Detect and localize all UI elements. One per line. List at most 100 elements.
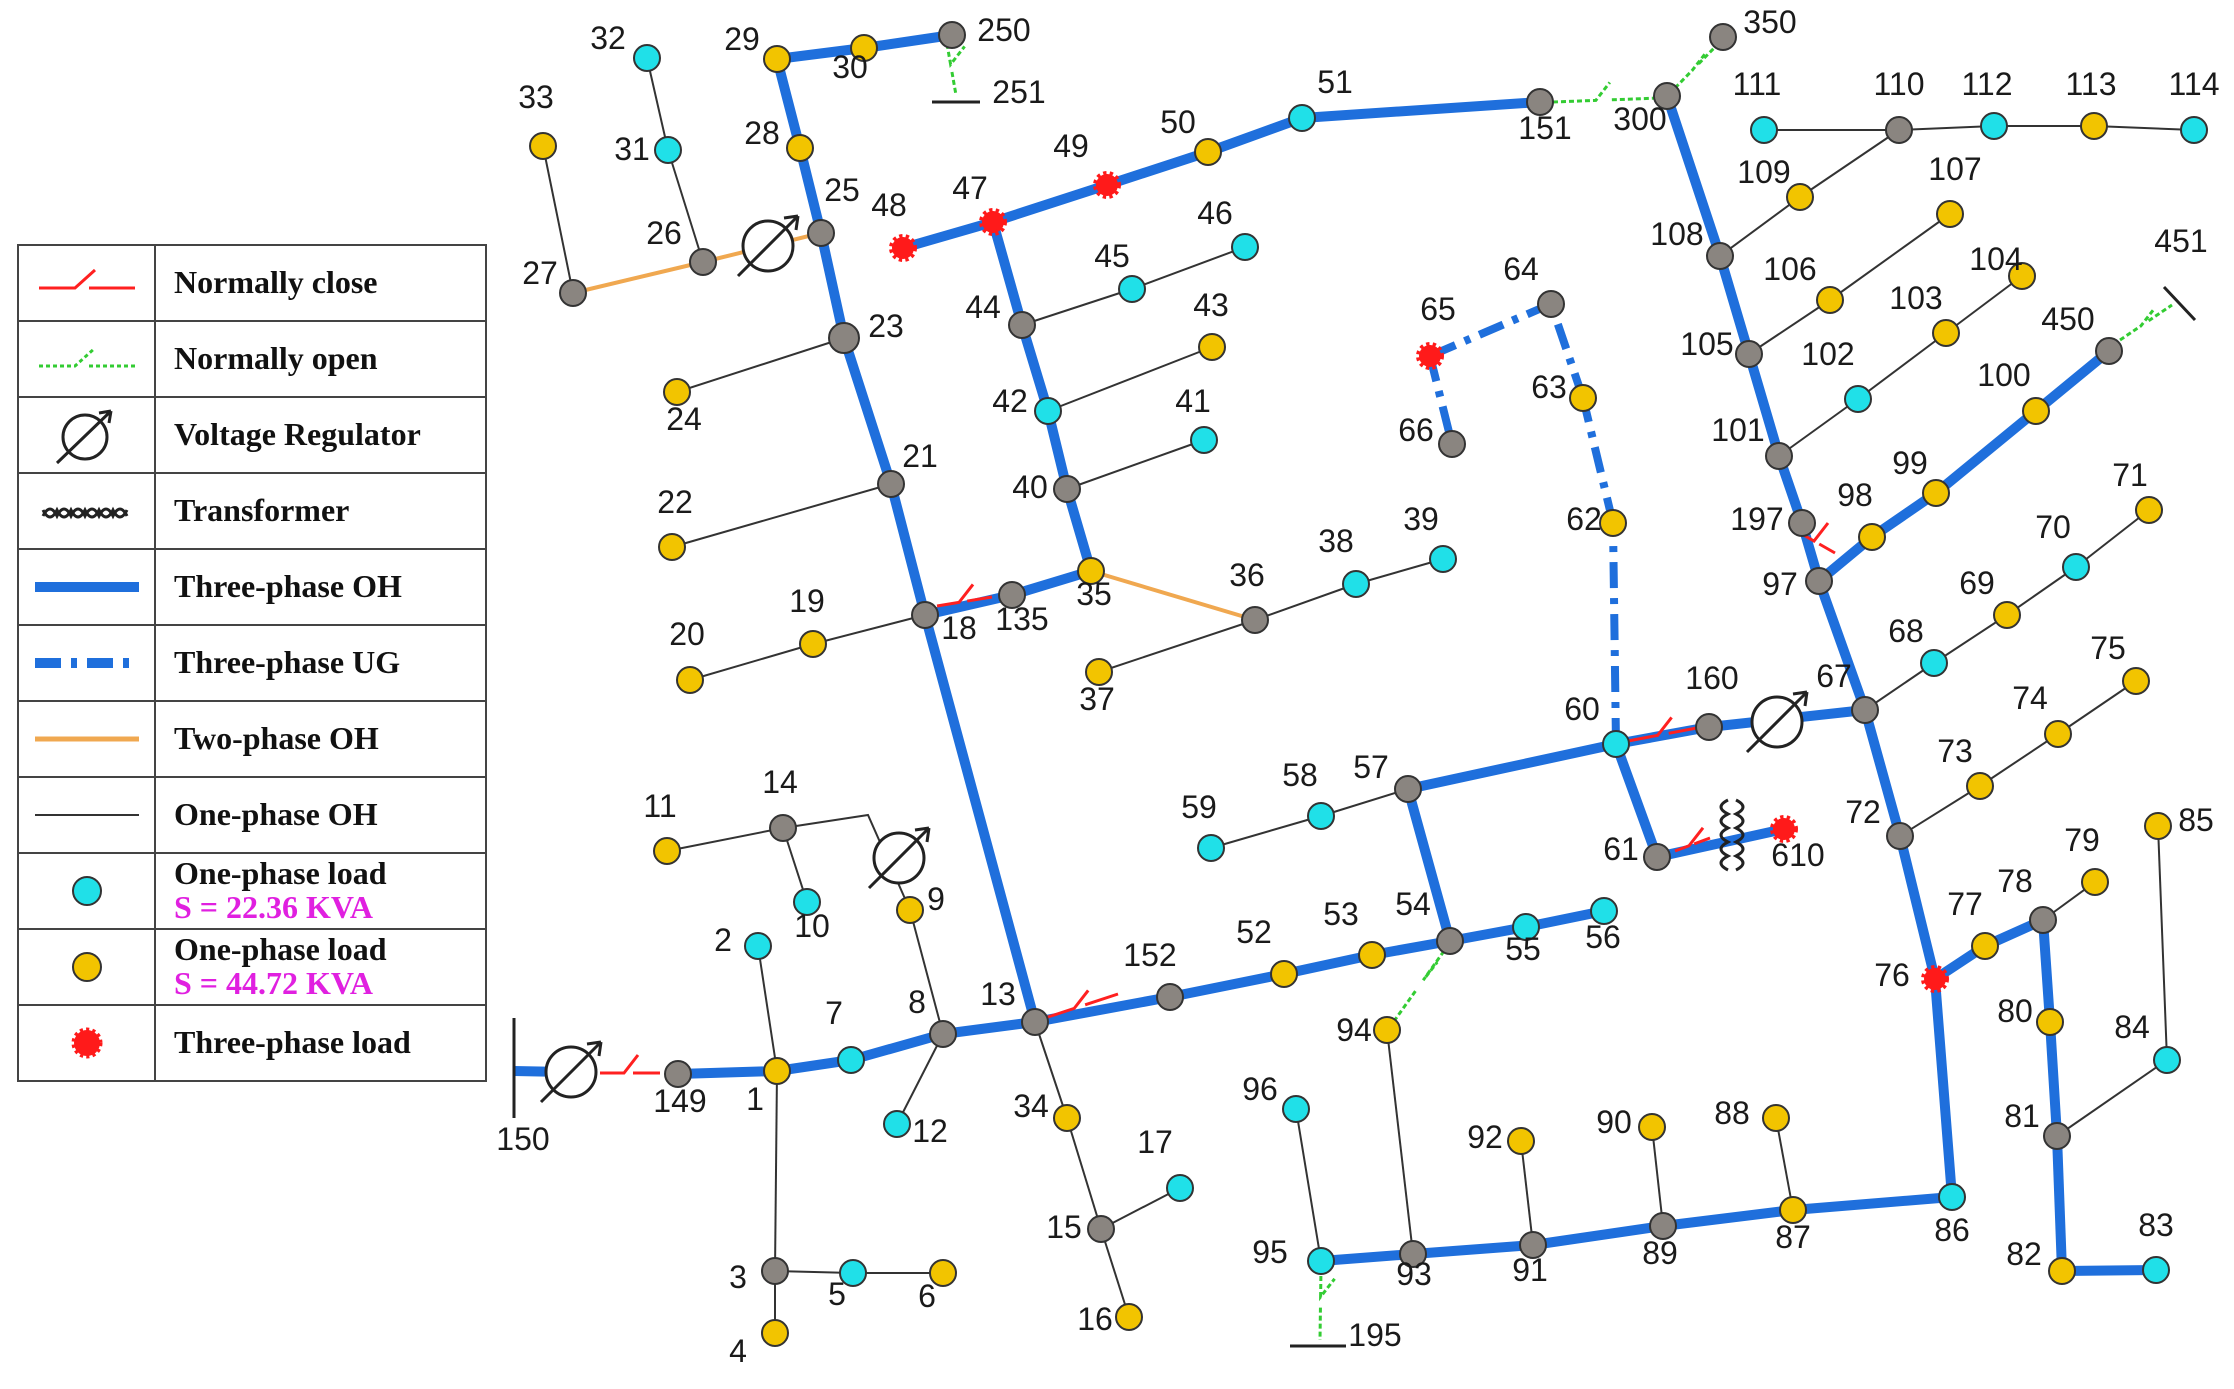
node-100	[2022, 397, 2050, 425]
two-phase-oh-icon	[17, 700, 156, 778]
node-label-24: 24	[666, 401, 702, 437]
node-50	[1194, 138, 1222, 166]
switch-61-610	[1674, 826, 1711, 853]
line-1-3	[774, 1070, 778, 1272]
node-63	[1569, 384, 1597, 412]
node-label-43: 43	[1193, 287, 1229, 323]
node-label-40: 40	[1012, 469, 1048, 505]
legend-label: Normally close	[154, 244, 487, 322]
line-69-70	[2006, 566, 2077, 616]
node-label-69: 69	[1959, 565, 1995, 601]
line-72-76	[1895, 831, 1940, 984]
node-label-73: 73	[1937, 733, 1973, 769]
line-8-9	[909, 909, 944, 1035]
transformer-coil	[1732, 798, 1745, 872]
node-89	[1649, 1212, 1677, 1240]
node-label-8: 8	[908, 984, 926, 1020]
node-label-87: 87	[1775, 1219, 1811, 1255]
line-13-34	[1034, 1021, 1068, 1119]
node-65	[1416, 342, 1444, 370]
node-5	[839, 1259, 867, 1287]
node-29	[763, 45, 791, 73]
node-13	[1021, 1008, 1049, 1036]
normally-open-icon	[17, 320, 156, 398]
node-61	[1643, 843, 1671, 871]
one-phase-oh-icon	[17, 776, 156, 854]
node-label-12: 12	[912, 1113, 948, 1149]
node-197	[1788, 509, 1816, 537]
node-label-111: 111	[1733, 66, 1782, 102]
node-label-92: 92	[1467, 1119, 1503, 1155]
node-44	[1008, 311, 1036, 339]
line-103-104	[1945, 275, 2023, 334]
node-41	[1190, 426, 1218, 454]
node-47	[979, 208, 1007, 236]
node-31	[654, 136, 682, 164]
node-label-28: 28	[744, 115, 780, 151]
node-label-6: 6	[918, 1278, 936, 1314]
node-label-105: 105	[1680, 326, 1733, 362]
node-label-78: 78	[1997, 863, 2033, 899]
line-67-72	[1860, 705, 1905, 841]
line-28-29	[772, 54, 805, 153]
line-25-28	[795, 143, 826, 238]
line-106-107	[1829, 213, 1951, 301]
node-label-22: 22	[657, 484, 693, 520]
node-label-100: 100	[1977, 357, 2030, 393]
line-152-52	[1165, 969, 1289, 1002]
three-phase-ug-icon	[17, 624, 156, 702]
legend-label: One-phase load	[174, 855, 387, 892]
line-60-62	[1609, 522, 1620, 745]
node-76	[1921, 965, 1949, 993]
node-label-2: 2	[714, 922, 732, 958]
line-35-36	[1090, 569, 1256, 622]
node-86	[1938, 1183, 1966, 1211]
line-97-67	[1814, 576, 1870, 715]
line-110-112	[1898, 125, 1995, 131]
legend-row-two-phase-oh: Two-phase OH	[17, 700, 487, 778]
node-87	[1779, 1196, 1807, 1224]
line-7-8	[846, 1029, 948, 1065]
legend-label-group: One-phase load S = 22.36 KVA	[154, 852, 487, 930]
node-label-54: 54	[1395, 886, 1431, 922]
node-35	[1077, 557, 1105, 585]
node-label-51: 51	[1317, 64, 1353, 100]
node-22	[658, 533, 686, 561]
node-label-70: 70	[2035, 509, 2071, 545]
switch-95-195	[1318, 1267, 1336, 1341]
node-label-610: 610	[1771, 837, 1824, 873]
node-label-195: 195	[1348, 1317, 1401, 1353]
legend-row-one-phase-load-large: One-phase load S = 44.72 KVA	[17, 928, 487, 1006]
yellow-load-icon	[17, 928, 156, 1006]
node-label-15: 15	[1046, 1209, 1082, 1245]
line-49-50	[1102, 147, 1213, 190]
legend-label: Three-phase OH	[154, 548, 487, 626]
node-79	[2081, 868, 2109, 896]
node-99	[1922, 479, 1950, 507]
line-26-31	[667, 149, 704, 263]
node-label-103: 103	[1889, 280, 1942, 316]
node-9	[896, 896, 924, 924]
node-label-59: 59	[1181, 789, 1217, 825]
node-label-7: 7	[825, 995, 843, 1031]
node-18	[911, 601, 939, 629]
node-label-104: 104	[1969, 241, 2022, 277]
voltage-regulator-icon	[867, 826, 931, 890]
line-149-1	[673, 1066, 782, 1079]
node-label-5: 5	[828, 1276, 846, 1312]
node-88	[1762, 1104, 1790, 1132]
switch-450-451	[2119, 303, 2173, 342]
node-label-14: 14	[762, 764, 798, 800]
transformer-icon	[1719, 798, 1745, 872]
line-74-75	[2057, 680, 2137, 735]
node-62	[1599, 509, 1627, 537]
node-label-89: 89	[1642, 1235, 1678, 1271]
legend-row-voltage-regulator: Voltage Regulator	[17, 396, 487, 474]
line-78-80	[2038, 915, 2055, 1027]
line-45-46	[1131, 246, 1246, 290]
node-label-30: 30	[832, 49, 868, 85]
node-450	[2095, 337, 2123, 365]
node-2	[744, 932, 772, 960]
node-113	[2080, 112, 2108, 140]
node-label-82: 82	[2006, 1236, 2042, 1272]
